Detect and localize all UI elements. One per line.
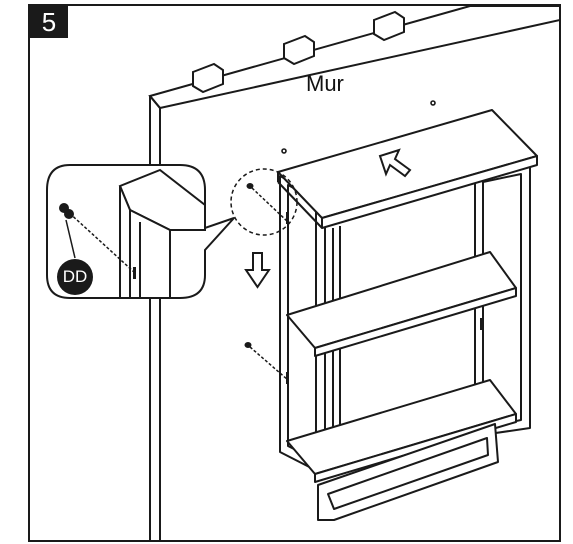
- down-arrow-icon: [244, 252, 271, 289]
- shelf-unit: [277, 109, 538, 521]
- detail-inset: [46, 164, 235, 299]
- diagram-border: [28, 4, 561, 542]
- step-number-badge: 5: [30, 6, 68, 38]
- wall-studs: [192, 10, 405, 94]
- detail-callout-circle: [230, 168, 298, 236]
- wall-holes: [281, 100, 436, 154]
- screw-marks: [244, 183, 483, 384]
- up-arrow-icon: [378, 148, 412, 178]
- part-label-badge: DD: [57, 259, 93, 295]
- screw-guides: [249, 187, 289, 381]
- wall-label: Mur: [306, 71, 344, 96]
